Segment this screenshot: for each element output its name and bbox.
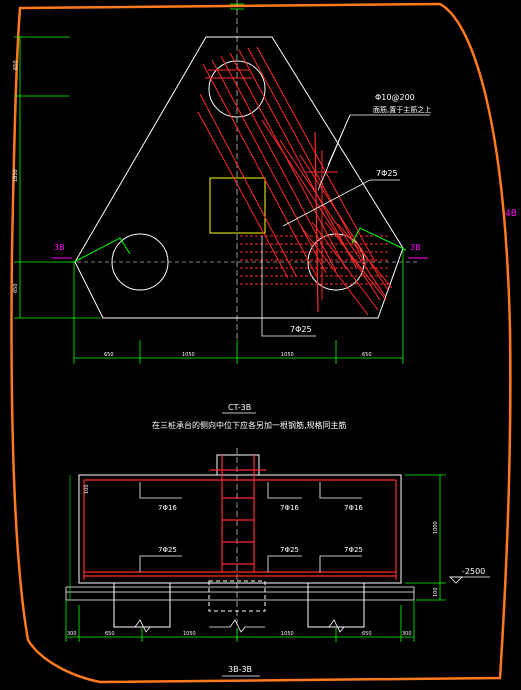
- section-dim-bottom: [65, 600, 415, 642]
- plan-dim-left-1: 650: [13, 60, 19, 70]
- rebar-hatch-lower: [299, 221, 393, 316]
- section-dim-right-1: 1000: [433, 521, 439, 534]
- section-dim-bottom-4: 1050: [281, 631, 294, 637]
- section-pile-break-right: [308, 619, 364, 633]
- stirrup-bar-mark: [314, 131, 319, 313]
- callout-stirrup-leader-2: [327, 114, 351, 166]
- section-bedding: [65, 586, 415, 601]
- section-rebar: [83, 455, 397, 580]
- column-outline: [209, 177, 266, 234]
- section-dim-right-2: 100: [433, 587, 439, 597]
- section-dim-bottom-5: 650: [362, 631, 372, 637]
- plan-view: Φ10@200 面筋,置于主筋之上 7Φ25 7Φ25 3B 3B 4B 650…: [13, 0, 517, 430]
- section-title: 3B-3B: [228, 665, 252, 674]
- callout-stirrup-line2: 面筋,置于主筋之上: [373, 105, 431, 114]
- section-bar-top-1: 7Φ16: [158, 504, 177, 512]
- plan-dim-bottom-4: 650: [362, 352, 372, 358]
- section-column: [216, 454, 260, 476]
- callout-bottom-bar-leader: [261, 236, 316, 337]
- plan-note: 在三桩承台的侧向中位下应各另加一根钢筋,规格同主筋: [152, 420, 347, 430]
- section-cut-right: [351, 227, 407, 251]
- section-dim-left: 100: [84, 484, 90, 494]
- edge-mark: 4B: [505, 209, 517, 219]
- section-bar-leaders: [139, 482, 362, 572]
- plan-dim-bottom-1: 650: [104, 352, 114, 358]
- section-mark-right: 3B: [410, 243, 421, 252]
- section-pile-center: [208, 580, 266, 612]
- section-dim-right: [405, 474, 446, 601]
- plan-dim-bottom-2: 1050: [182, 352, 195, 358]
- section-pile-right: [307, 582, 365, 628]
- callout-top-bar-leader: [282, 179, 400, 227]
- section-dim-bottom-2: 650: [105, 631, 115, 637]
- section-dim-bottom-3: 1050: [183, 631, 196, 637]
- section-mark-left: 3B: [54, 243, 65, 252]
- section-dim-bottom-1: 300: [67, 631, 77, 637]
- elevation-label: -2500: [462, 567, 485, 576]
- section-view: 7Φ16 7Φ16 7Φ16 7Φ25 7Φ25 7Φ25 1000 100: [65, 448, 490, 677]
- plan-dim-left-2: 1850: [13, 169, 19, 182]
- section-bar-mid-2: 7Φ25: [280, 546, 299, 554]
- plan-dim-bottom: [73, 250, 404, 364]
- rebar-hatch-diagonal: [197, 46, 389, 301]
- plan-title: CT-3B: [228, 403, 251, 412]
- section-bar-mid-3: 7Φ25: [344, 546, 363, 554]
- elevation-triangle: [449, 576, 463, 584]
- pile-top: [208, 60, 266, 118]
- plan-dim-bottom-3: 1050: [281, 352, 294, 358]
- callout-stirrup-line1: Φ10@200: [375, 93, 415, 102]
- section-pile-break-center: [209, 619, 265, 633]
- plan-dim-left: [14, 36, 100, 319]
- callout-bottom-bar: 7Φ25: [290, 325, 312, 334]
- section-dim-bottom-6: 300: [402, 631, 412, 637]
- section-bar-top-2: 7Φ16: [280, 504, 299, 512]
- section-cut-left: [73, 237, 131, 263]
- section-bar-mid-1: 7Φ25: [158, 546, 177, 554]
- pile-left: [111, 233, 169, 291]
- callout-top-bar: 7Φ25: [376, 169, 398, 178]
- plan-dim-left-3: 650: [13, 283, 19, 293]
- section-bar-top-3: 7Φ16: [344, 504, 363, 512]
- rebar-hatch-horizontal: [240, 235, 390, 285]
- revision-cloud: [10, 2, 512, 684]
- section-pile-left: [113, 582, 171, 628]
- section-pile-break-left: [114, 619, 170, 633]
